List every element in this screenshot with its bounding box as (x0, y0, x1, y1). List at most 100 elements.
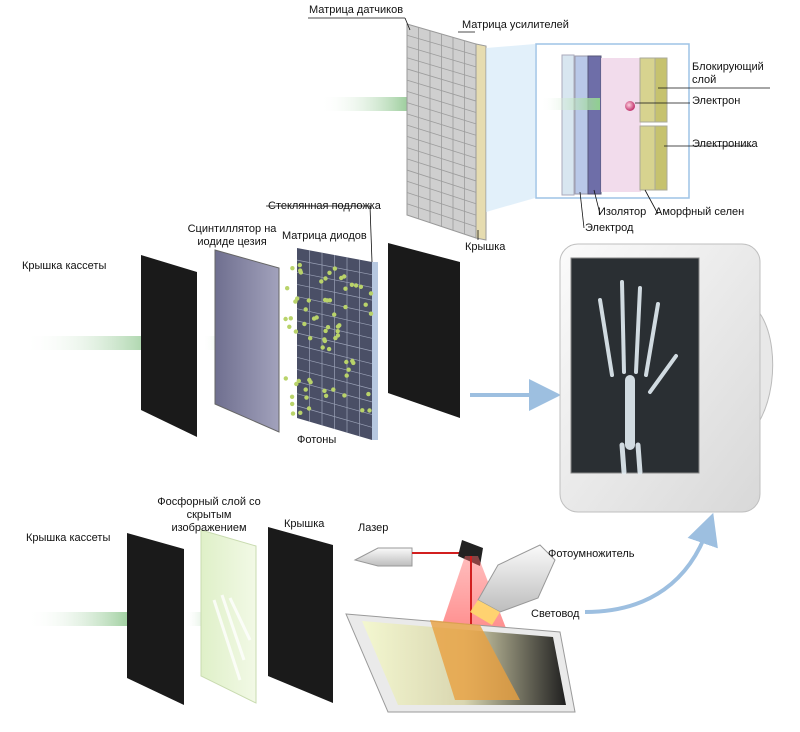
cassette-cover-panel-mid (141, 255, 197, 437)
photon-dot (327, 270, 332, 275)
sensor-matrix-panel (406, 23, 487, 241)
photon-dot (360, 408, 365, 413)
grid-line (296, 271, 373, 288)
photon-dot (358, 284, 364, 289)
photon-dot (366, 391, 371, 397)
photon-dot (331, 387, 336, 392)
grid-line (296, 284, 373, 301)
label-cover-bottom: Крышка (284, 518, 325, 530)
photon-dot (283, 316, 288, 322)
photon-dot (306, 298, 311, 303)
label-electron: Электрон (692, 95, 741, 107)
photon-dot (326, 346, 332, 352)
photon-dot (323, 393, 329, 398)
label-cassette-cover-mid: Крышка кассеты (22, 260, 107, 272)
photon-dot (290, 411, 296, 416)
photon-dot (290, 401, 295, 407)
grid-line (406, 135, 477, 159)
photon-dot (344, 359, 349, 365)
grid-line (406, 169, 477, 193)
photon-dot (303, 307, 308, 312)
label-insulator: Изолятор (598, 206, 647, 218)
cassette-cover-panel-bottom (127, 533, 184, 705)
photon-dot (288, 316, 293, 321)
photon-dot (319, 279, 324, 284)
grid-line (406, 91, 477, 113)
photon-dot (337, 323, 342, 328)
photon-dot (295, 296, 300, 301)
photon-dot (289, 394, 295, 399)
photon-dot (346, 367, 351, 372)
photon-dot (367, 408, 372, 413)
photon-dot (368, 291, 374, 296)
photon-dot (332, 266, 338, 271)
phosphor-plate-scan (345, 613, 576, 713)
label-phosphor-layer: Фосфорный слой со скрытым изображением (157, 496, 261, 534)
grid-line (296, 393, 373, 415)
photon-dot (285, 286, 290, 291)
grid-line (406, 46, 477, 68)
grid-line (406, 68, 477, 91)
photon-dot (298, 268, 303, 273)
label-diode-matrix: Матрица диодов (282, 230, 367, 242)
scintillator-panel (214, 249, 280, 433)
photon-dot (304, 395, 309, 400)
grid-line (406, 180, 477, 205)
grid-line (296, 308, 373, 326)
photon-dot (298, 410, 303, 415)
photon-dot (368, 311, 374, 316)
cover-panel-bottom (268, 527, 333, 703)
label-scintillator: Сцинтиллятор на иодиде цезия (187, 223, 277, 248)
photon-dot (322, 337, 327, 342)
grid-line (296, 344, 373, 365)
photon-dot (290, 266, 295, 271)
hand-xray-image (598, 280, 678, 475)
photon-dots (283, 262, 374, 416)
photon-dot (363, 302, 368, 307)
photon-dot (343, 286, 348, 291)
cover-panel-mid (388, 243, 460, 418)
grid-line (406, 203, 477, 227)
label-amplifier-matrix: Матрица усилителей (462, 19, 569, 31)
photon-dot (325, 298, 330, 303)
label-photomultiplier: Фотоумножитель (548, 548, 635, 560)
photon-dot (344, 373, 349, 378)
photon-dot (323, 328, 328, 334)
grid-line (406, 158, 477, 182)
photon-dot (287, 324, 292, 329)
diode-matrix-panel (296, 248, 378, 440)
grid-line (296, 320, 373, 339)
label-cassette-cover-bottom: Крышка кассеты (26, 532, 111, 544)
photon-dot (308, 336, 313, 341)
photon-dot (325, 325, 331, 330)
photon-dot (350, 358, 355, 364)
label-light-guide: Световод (531, 608, 580, 620)
grid-line (406, 147, 477, 170)
grid-line (296, 332, 373, 352)
photon-dot (335, 333, 341, 338)
flow-arrow-to-monitor-bottom (584, 512, 718, 614)
grid-line (406, 34, 477, 56)
photomultiplier (470, 544, 556, 625)
photon-dot (311, 316, 317, 321)
photon-dot (320, 345, 325, 350)
zoom-connector (486, 44, 535, 212)
photon-dot (323, 276, 328, 281)
grid-line (406, 102, 477, 125)
phosphor-panel (200, 529, 257, 704)
zoom-inset (535, 43, 690, 229)
photon-dot (332, 312, 337, 317)
label-photons: Фотоны (297, 434, 337, 446)
label-electronics: Электроника (692, 138, 758, 150)
label-cover-top: Крышка (465, 241, 506, 253)
label-amorphous-selenium: Аморфный селен (655, 206, 745, 218)
photon-dot (306, 406, 312, 411)
photon-dot (303, 387, 308, 392)
photon-dot (339, 275, 344, 281)
grid-line (406, 79, 477, 102)
photon-dot (293, 329, 299, 334)
grid-line (406, 113, 477, 136)
label-electrode: Электрод (585, 222, 634, 234)
photon-dot (322, 388, 327, 393)
